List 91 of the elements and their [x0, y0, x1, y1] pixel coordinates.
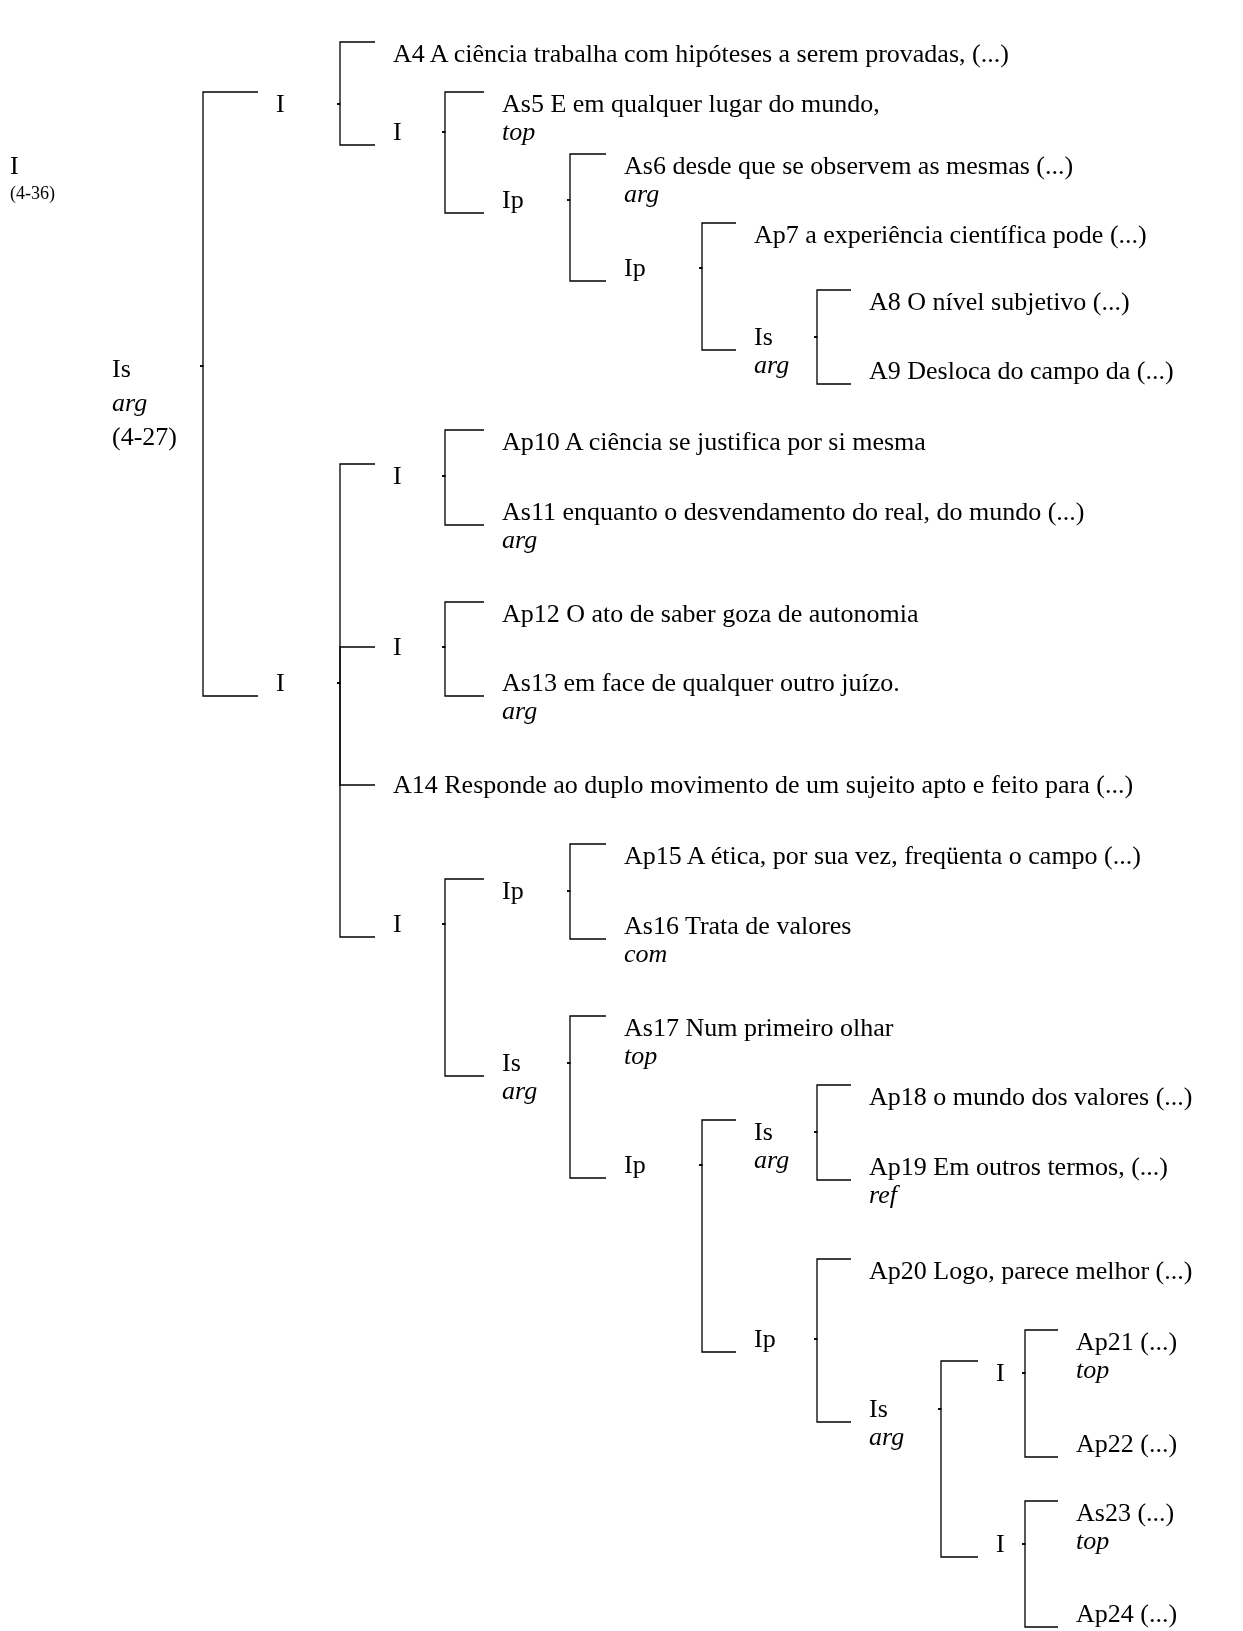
- tree-sublabel: com: [624, 940, 668, 968]
- tree-label: Ap20 Logo, parece melhor (...): [869, 1257, 1193, 1285]
- tree-label: As5 E em qualquer lugar do mundo,: [502, 90, 880, 118]
- tree-label: I: [393, 633, 402, 661]
- bracket-connector: [441, 923, 485, 1077]
- bracket-connector: [813, 1131, 852, 1181]
- bracket-connector: [813, 336, 852, 385]
- bracket-connector: [199, 91, 259, 367]
- tree-label: Ap7 a experiência científica pode (...): [754, 221, 1147, 249]
- bracket-connector: [813, 289, 852, 338]
- bracket-connector: [698, 267, 737, 351]
- bracket-connector: [813, 1084, 852, 1133]
- bracket-connector: [441, 131, 485, 214]
- tree-label: As6 desde que se observem as mesmas (...): [624, 152, 1074, 180]
- tree-label: Ip: [754, 1325, 776, 1353]
- bracket-connector: [336, 103, 376, 146]
- tree-label: Ap22 (...): [1076, 1430, 1178, 1458]
- tree-label: I: [393, 910, 402, 938]
- tree-label: As23 (...): [1076, 1499, 1175, 1527]
- bracket-connector: [813, 1258, 852, 1340]
- tree-sublabel: (4-36): [10, 182, 55, 205]
- tree-label: I: [276, 669, 285, 697]
- tree-label: I: [996, 1359, 1005, 1387]
- bracket-connector: [1021, 1500, 1059, 1545]
- tree-sublabel: top: [1076, 1356, 1110, 1384]
- bracket-connector: [566, 843, 607, 892]
- bracket-connector: [336, 41, 376, 105]
- tree-label: As16 Trata de valores: [624, 912, 852, 940]
- tree-label: As11 enquanto o desvendamento do real, do mundo (...): [502, 498, 1085, 526]
- tree-label: I: [996, 1530, 1005, 1558]
- bracket-connector: [441, 91, 485, 133]
- bracket-connector: [336, 646, 376, 684]
- tree-label: Is: [502, 1049, 521, 1077]
- tree-label: I: [393, 462, 402, 490]
- tree-label: Ap12 O ato de saber goza de autonomia: [502, 600, 919, 628]
- tree-label: Ap21 (...): [1076, 1328, 1178, 1356]
- bracket-connector: [937, 1408, 979, 1558]
- tree-label: Is: [869, 1395, 888, 1423]
- bracket-connector: [698, 1164, 737, 1353]
- tree-label: I: [393, 118, 402, 146]
- tree-sublabel: arg: [624, 180, 660, 208]
- tree-label: As17 Num primeiro olhar: [624, 1014, 894, 1042]
- bracket-connector: [1021, 1329, 1059, 1374]
- tree-label: A9 Desloca do campo da (...): [869, 357, 1174, 385]
- bracket-connector: [441, 878, 485, 925]
- tree-sublabel: top: [502, 118, 536, 146]
- tree-sublabel: top: [624, 1042, 658, 1070]
- tree-label: Ip: [502, 186, 524, 214]
- tree-label: Ap10 A ciência se justifica por si mesma: [502, 428, 926, 456]
- bracket-connector: [566, 199, 607, 282]
- tree-sublabel: arg: [869, 1423, 905, 1451]
- bracket-connector: [336, 682, 376, 938]
- tree-sublabel: top: [1076, 1527, 1110, 1555]
- tree-sublabel: arg: [754, 351, 790, 379]
- bracket-connector: [1021, 1543, 1059, 1628]
- bracket-connector: [937, 1360, 979, 1410]
- tree-label: Ap15 A ética, por sua vez, freqüenta o campo (...): [624, 842, 1141, 870]
- tree-label: Ap24 (...): [1076, 1600, 1178, 1628]
- tree-sublabel: arg: [502, 1077, 538, 1105]
- bracket-connector: [1021, 1372, 1059, 1458]
- bracket-connector: [441, 475, 485, 526]
- bracket-connector: [566, 1062, 607, 1179]
- tree-label: Ip: [624, 1151, 646, 1179]
- tree-label: Ip: [624, 254, 646, 282]
- tree-label: A14 Responde ao duplo movimento de um sujeito apto e feito para (...): [393, 771, 1134, 799]
- tree-sublabel: arg: [502, 526, 538, 554]
- bracket-connector: [698, 222, 737, 269]
- bracket-connector: [566, 890, 607, 940]
- bracket-connector: [441, 429, 485, 477]
- bracket-connector: [566, 1015, 607, 1064]
- tree-label: Is: [112, 353, 131, 385]
- bracket-connector: [441, 646, 485, 697]
- tree-sublabel: arg: [112, 387, 148, 419]
- tree-label: Ap18 o mundo dos valores (...): [869, 1083, 1193, 1111]
- tree-label: I: [276, 90, 285, 118]
- tree-label: Ap19 Em outros termos, (...): [869, 1153, 1168, 1181]
- tree-sublabel: arg: [754, 1146, 790, 1174]
- tree-label: Is: [754, 323, 773, 351]
- tree-label: I: [10, 152, 19, 180]
- tree-label: As13 em face de qualquer outro juízo.: [502, 669, 900, 697]
- bracket-connector: [199, 365, 259, 697]
- bracket-connector: [813, 1338, 852, 1423]
- bracket-connector: [441, 601, 485, 648]
- tree-label: A4 A ciência trabalha com hipóteses a serem provadas, (...): [393, 40, 1009, 68]
- tree-label: A8 O nível subjetivo (...): [869, 288, 1130, 316]
- bracket-connector: [566, 153, 607, 201]
- tree-label: Is: [754, 1118, 773, 1146]
- tree-sublabel: (4-27): [112, 421, 177, 453]
- tree-label: Ip: [502, 877, 524, 905]
- bracket-connector: [698, 1119, 737, 1166]
- tree-sublabel: arg: [502, 697, 538, 725]
